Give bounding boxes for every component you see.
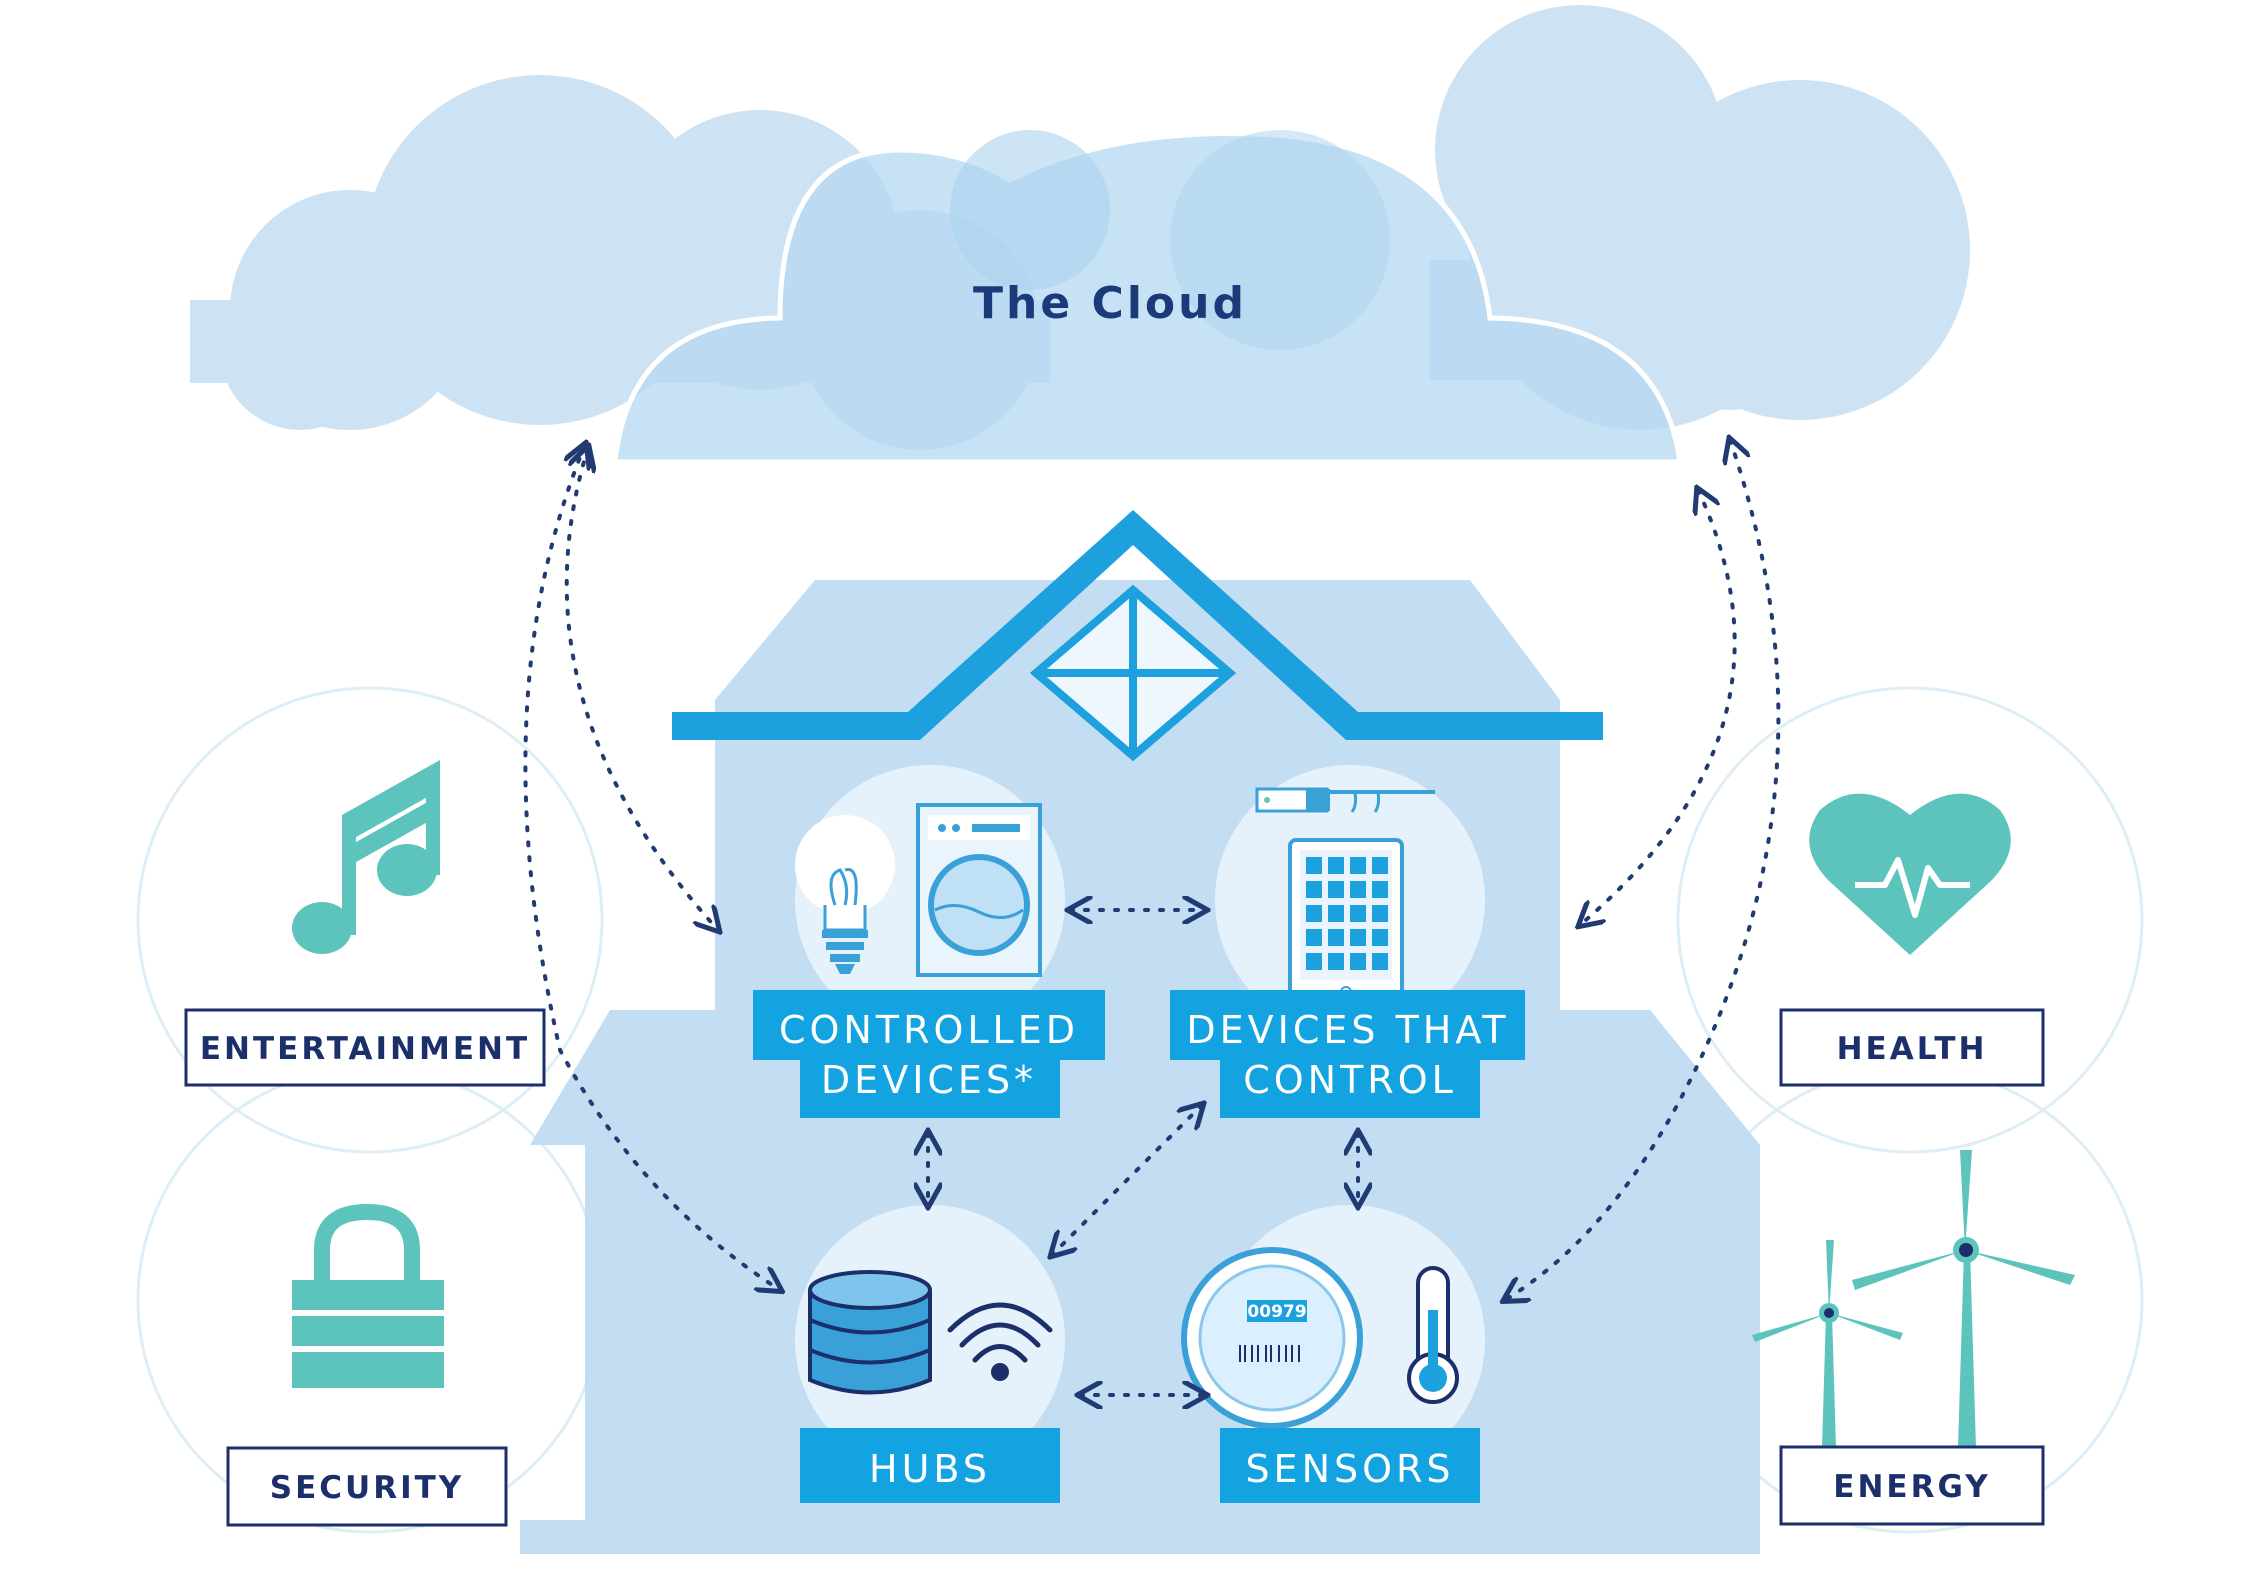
meter-reading: 00979	[1247, 1302, 1306, 1322]
arrow-cloud-to-hubs	[523, 445, 780, 1290]
tablet-app-tile	[1328, 881, 1344, 898]
tablet-app-tile	[1372, 905, 1388, 922]
main-cloud	[612, 130, 1683, 465]
tablet-app-tile	[1328, 953, 1344, 970]
node-label-sensors: SENSORS	[1220, 1428, 1480, 1503]
wind-turbine-icon	[1752, 1150, 2075, 1448]
tablet-app-tile	[1306, 905, 1322, 922]
heart-icon	[1809, 793, 2011, 955]
tablet-app-tile	[1350, 953, 1366, 970]
tablet-app-tile	[1306, 953, 1322, 970]
house-floor	[520, 1520, 1760, 1554]
category-label-health: HEALTH	[1779, 1008, 2045, 1087]
washing-machine-icon	[916, 803, 1042, 977]
tablet-app-tile	[1372, 953, 1388, 970]
tablet-app-tile	[1372, 929, 1388, 946]
svg-text:ENERGY: ENERGY	[1833, 1469, 1990, 1505]
connection-arrows	[523, 440, 1781, 1395]
wifi-icon	[947, 1302, 1053, 1381]
cloud-group: The Cloud	[190, 5, 1970, 465]
svg-text:DEVICES THAT: DEVICES THAT	[1186, 1008, 1509, 1052]
tablet-app-tile	[1350, 905, 1366, 922]
svg-text:DEVICES*: DEVICES*	[821, 1058, 1037, 1102]
svg-text:SENSORS: SENSORS	[1245, 1447, 1454, 1491]
arrow-cloud-to-devices-that-control	[1580, 490, 1737, 925]
attic-window	[1029, 584, 1237, 762]
thermometer-icon	[1407, 1266, 1459, 1404]
category-label-energy: ENERGY	[1779, 1445, 2045, 1526]
node-label-devices-that-control: DEVICES THAT CONTROL	[1170, 990, 1525, 1118]
tablet-app-tile	[1306, 881, 1322, 898]
cloud-title: The Cloud	[973, 278, 1247, 329]
node-label-hubs: HUBS	[800, 1428, 1060, 1503]
tablet-app-tile	[1350, 929, 1366, 946]
tablet-app-tile	[1328, 929, 1344, 946]
right-cloud	[1430, 5, 1970, 430]
music-note-icon	[292, 760, 440, 954]
tablet-app-tile	[1328, 905, 1344, 922]
smart-glasses-icon	[1255, 787, 1435, 813]
database-icon	[808, 1270, 932, 1395]
smart-meter-icon: 00979	[1181, 1247, 1363, 1429]
arrow-cloud-to-sensors	[1505, 440, 1781, 1300]
tablet-app-tile	[1350, 857, 1366, 874]
tablet-app-tile	[1372, 881, 1388, 898]
node-label-controlled-devices: CONTROLLED DEVICES*	[753, 990, 1105, 1118]
lock-icon	[292, 1203, 444, 1388]
tablet-app-tile	[1306, 857, 1322, 874]
lightbulb-icon	[795, 815, 895, 974]
tablet-app-grid	[1306, 857, 1388, 970]
svg-text:CONTROLLED: CONTROLLED	[779, 1008, 1079, 1052]
category-label-entertainment: ENTERTAINMENT	[184, 1008, 546, 1087]
svg-text:HEALTH: HEALTH	[1837, 1031, 1988, 1067]
tablet-app-tile	[1350, 881, 1366, 898]
svg-text:CONTROL: CONTROL	[1243, 1058, 1457, 1102]
svg-text:HUBS: HUBS	[869, 1447, 991, 1491]
arrow-cloud-to-controlled-devices	[564, 448, 718, 930]
category-label-security: SECURITY	[226, 1446, 508, 1527]
arrow-devices-control-to-hubs	[1052, 1105, 1202, 1255]
svg-text:SECURITY: SECURITY	[270, 1470, 464, 1506]
tablet-app-tile	[1372, 857, 1388, 874]
tablet-app-tile	[1306, 929, 1322, 946]
svg-text:ENTERTAINMENT: ENTERTAINMENT	[200, 1031, 530, 1067]
house	[520, 510, 1760, 1554]
tablet-app-tile	[1328, 857, 1344, 874]
